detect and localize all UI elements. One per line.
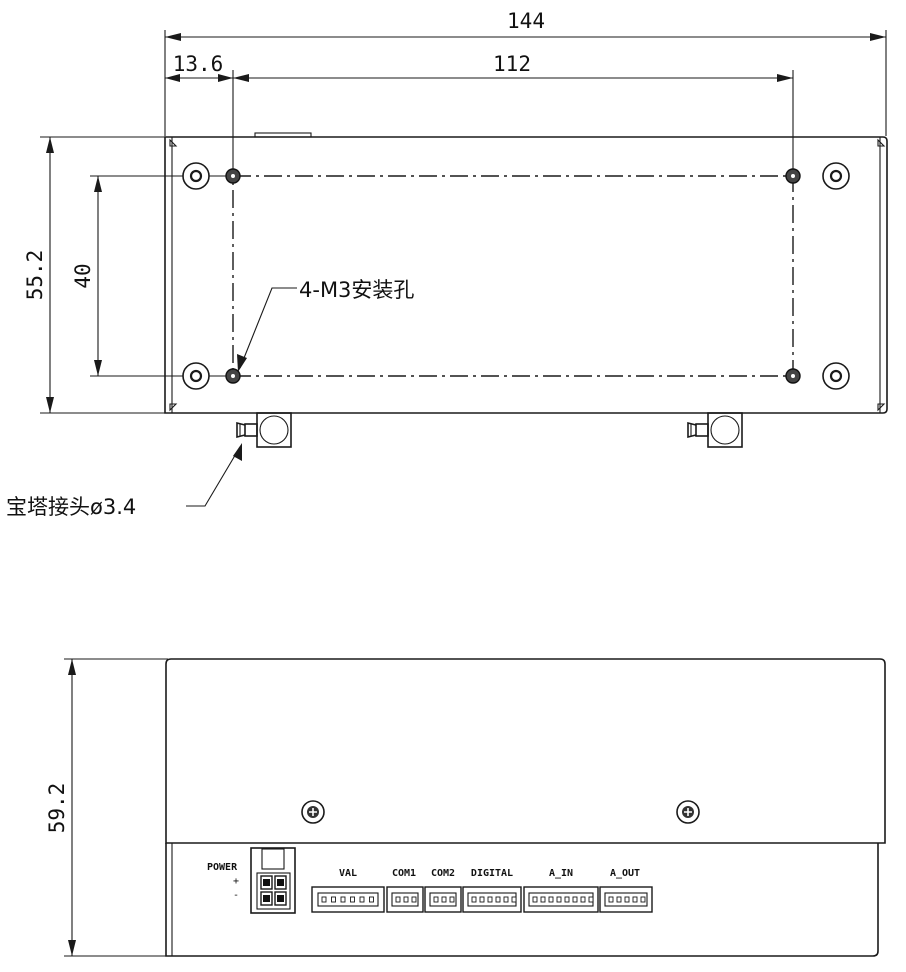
front-screws: [301, 800, 700, 824]
connector-pin: [580, 896, 586, 903]
connector-pin: [411, 896, 417, 903]
connector-pin: [449, 896, 455, 903]
connector-pin: [572, 896, 578, 903]
signal-connectors: VAL COM1 COM2 DIGITAL: [311, 868, 653, 913]
connector-pin: [350, 896, 355, 903]
connector-pin: [331, 896, 336, 903]
connector-pin: [433, 896, 439, 903]
mount-holes-label: 4-M3安装孔: [299, 278, 414, 302]
connector-pin: [487, 896, 493, 903]
connector-val: VAL: [311, 868, 385, 913]
connector-pin: [624, 896, 630, 903]
m3-mounting-holes: [225, 168, 801, 384]
connector-pin: [441, 896, 447, 903]
power-minus-label: -: [233, 890, 239, 901]
connector-pin: [608, 896, 614, 903]
top-view: 144 13.6 112: [6, 9, 888, 519]
connector-a-out-label: A_OUT: [610, 868, 640, 879]
dim-overall-width-value: 144: [507, 9, 545, 33]
front-view: 59.2 POWER + -: [45, 658, 886, 957]
connector-com1: COM1: [386, 868, 424, 913]
mount-holes-leader: 4-M3安装孔: [237, 278, 414, 372]
power-plus-label: +: [233, 876, 239, 887]
connector-pin: [395, 896, 401, 903]
dim-hole-spacing-x-value: 112: [493, 52, 531, 76]
hose-fitting-leader: 宝塔接头ø3.4: [6, 443, 242, 519]
connector-pin: [588, 896, 594, 903]
connector-pin: [479, 896, 485, 903]
dimension-hole-spacing-x: 112: [233, 52, 794, 170]
connector-a-in-label: A_IN: [549, 868, 573, 879]
dimension-height: 59.2: [45, 658, 168, 957]
connector-com2: COM2: [424, 868, 462, 913]
connector-pin: [340, 896, 346, 903]
connector-pin: [369, 896, 374, 903]
connector-com2-label: COM2: [431, 868, 455, 879]
power-label: POWER: [207, 862, 238, 873]
connector-pin: [616, 896, 622, 903]
connector-pin: [540, 896, 546, 903]
top-view-body: [164, 132, 888, 414]
dim-hole-spacing-y-value: 40: [71, 263, 95, 288]
connector-pin: [503, 896, 509, 903]
connector-pin: [359, 896, 365, 903]
dim-height-value: 59.2: [45, 783, 69, 834]
dimension-overall-depth: 55.2: [23, 136, 165, 414]
connector-pin: [471, 896, 477, 903]
connector-val-label: VAL: [339, 868, 357, 879]
dimension-edge-to-hole: 13.6: [165, 52, 234, 170]
power-connector: POWER + -: [207, 847, 296, 914]
connector-pin: [640, 896, 646, 903]
front-view-cover: [165, 658, 886, 844]
connector-pin: [556, 896, 562, 903]
connector-pin: [632, 896, 638, 903]
dimension-hole-spacing-y: 40: [71, 175, 226, 377]
dim-edge-to-hole-value: 13.6: [173, 52, 224, 76]
mount-hole-centerline: [232, 175, 794, 377]
connector-pin: [403, 896, 409, 903]
connector-pin: [495, 896, 501, 903]
connector-pin: [511, 896, 517, 903]
connector-digital: DIGITAL: [462, 868, 522, 913]
outer-screw-bosses: [182, 162, 850, 390]
hose-fitting-right: [687, 412, 743, 448]
connector-digital-label: DIGITAL: [471, 868, 513, 879]
dimension-overall-width: 144: [164, 9, 887, 136]
connector-a-in: A_IN: [523, 868, 599, 913]
front-view-base: [165, 843, 879, 957]
connector-com1-label: COM1: [392, 868, 416, 879]
hose-fitting-left: [236, 412, 292, 448]
connector-pin: [548, 896, 554, 903]
hose-fitting-label: 宝塔接头ø3.4: [6, 495, 136, 519]
connector-pin: [532, 896, 538, 903]
connector-pin: [564, 896, 570, 903]
connector-pin: [321, 896, 327, 903]
dim-overall-depth-value: 55.2: [23, 250, 47, 301]
connector-a-out: A_OUT: [599, 868, 653, 913]
